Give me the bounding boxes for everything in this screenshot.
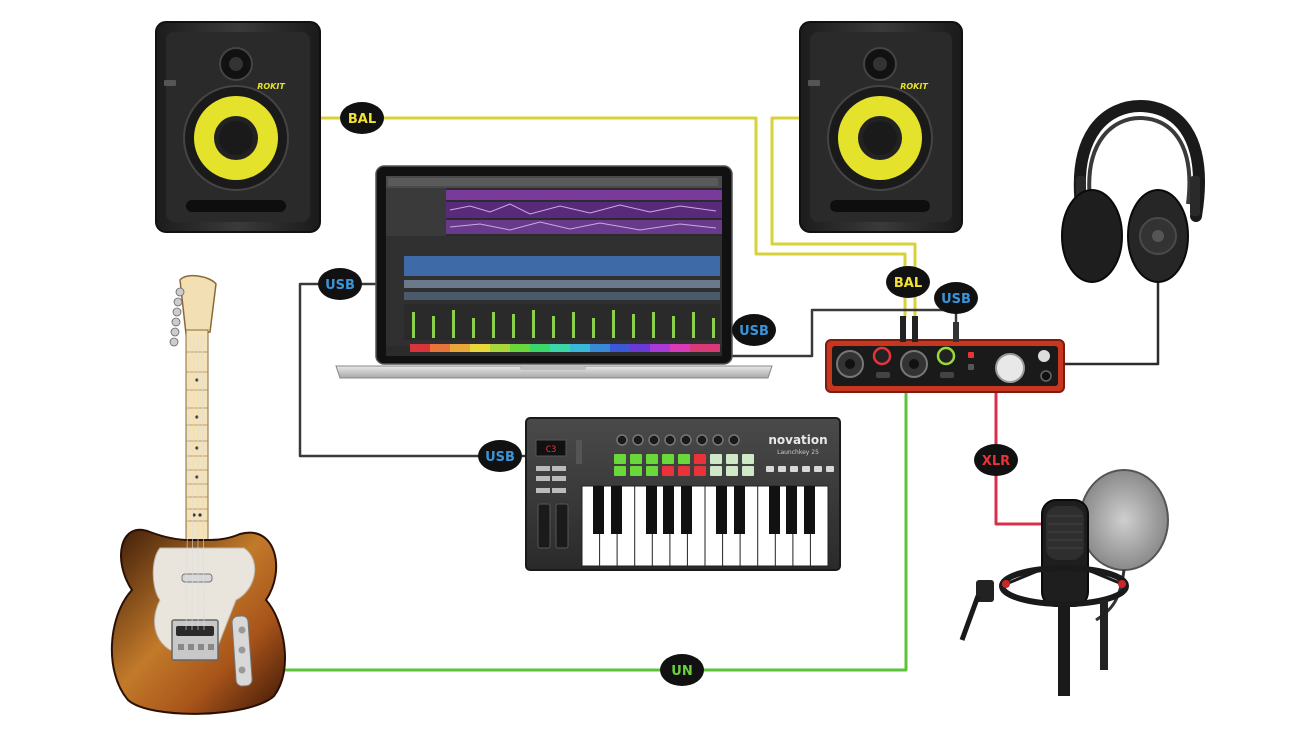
un-cable-guitar: [278, 392, 908, 672]
studio-monitor-right: ROKIT: [799, 21, 963, 233]
monitor-brand-label: ROKIT: [257, 82, 285, 91]
usb-label-text: USB: [739, 324, 769, 339]
keyboard-knobs: [616, 434, 740, 446]
port: [830, 200, 930, 212]
pop-filter: [1079, 469, 1169, 571]
bal-label-text: BAL: [894, 276, 922, 291]
usb-label-interface: USB: [934, 282, 978, 314]
usb-label-text: USB: [485, 450, 515, 465]
xlr-label-text: XLR: [982, 454, 1010, 469]
guitar-neck: [185, 329, 209, 541]
gain-knob-2: [936, 346, 956, 366]
transport-buttons: [536, 466, 566, 493]
un-label-text: UN: [671, 664, 692, 679]
headphones: [1061, 99, 1205, 283]
bal-label-left: BAL: [340, 102, 384, 134]
midi-keyboard: C3 novation Launchkey 25: [525, 417, 841, 571]
headphone-knob: [1038, 350, 1050, 362]
monitor-knob: [995, 353, 1025, 383]
channel-color-strip: [410, 344, 720, 352]
monitor-brand-label: ROKIT: [900, 82, 928, 91]
laptop: [335, 165, 773, 379]
mixer-channels: [404, 256, 720, 340]
keyboard-display-text: C3: [546, 445, 557, 455]
keyboard-model: Launchkey 25: [777, 449, 819, 456]
keyboard-display: [535, 439, 567, 457]
bal-label-right: BAL: [886, 266, 930, 298]
pitch-mod-wheels: [537, 503, 569, 549]
usb-label-text: USB: [325, 278, 355, 293]
bal-label-text: BAL: [348, 112, 376, 127]
studio-monitor-left: ROKIT: [155, 21, 321, 233]
keyboard-brand: novation: [768, 433, 827, 447]
usb-label-laptop-right: USB: [732, 314, 776, 346]
connection-labels: BAL BAL USB USB USB USB XLR: [318, 102, 1018, 686]
channel-faders: [412, 310, 715, 338]
usb-label-keyboard: USB: [478, 440, 522, 472]
usb-cable-laptop-interface: [730, 308, 958, 358]
piano-keys: [581, 485, 829, 567]
headphone-cable: [1064, 282, 1160, 366]
keyboard-buttons: [766, 466, 834, 472]
usb-label-laptop-left: USB: [318, 268, 362, 300]
condenser-microphone: [959, 469, 1169, 696]
laptop-base: [335, 365, 773, 379]
electric-guitar: [111, 274, 286, 715]
xlr-cable: [994, 392, 1048, 526]
un-label: UN: [660, 654, 704, 686]
drum-pads: [614, 454, 754, 476]
gain-knob-1: [872, 346, 892, 366]
left-earcup: [1061, 189, 1123, 283]
xlr-label: XLR: [974, 444, 1018, 476]
usb-label-text: USB: [941, 292, 971, 307]
guitar-headstock: [179, 274, 217, 335]
audio-interface: [825, 316, 1065, 393]
port: [186, 200, 286, 212]
mic-stand: [1058, 606, 1070, 696]
shock-mount: [999, 565, 1129, 607]
headphone-jack: [1040, 370, 1052, 382]
